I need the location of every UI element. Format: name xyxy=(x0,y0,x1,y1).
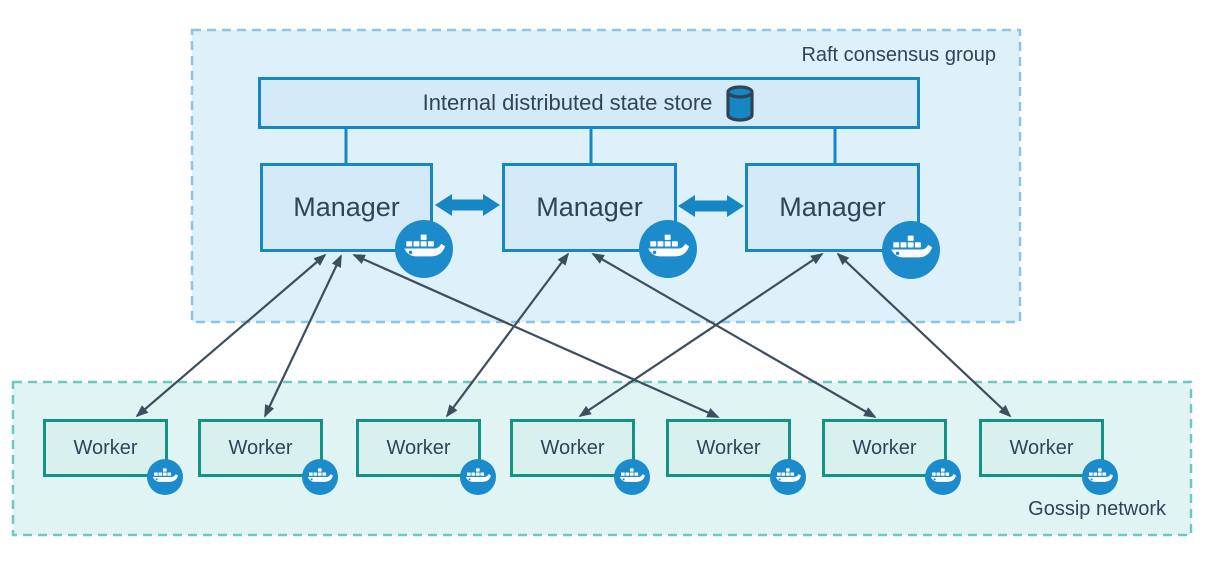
state-store-label: Internal distributed state store xyxy=(422,90,713,115)
state-store-bar: Internal distributed state store xyxy=(258,77,920,129)
manager-label: Manager xyxy=(779,192,886,222)
worker-label: Worker xyxy=(852,436,917,459)
gossip-network-label: Gossip network xyxy=(1028,498,1166,520)
worker-node-2: Worker xyxy=(198,419,323,477)
manager-label: Manager xyxy=(293,192,400,222)
manager-node-1: Manager xyxy=(260,163,433,252)
worker-label: Worker xyxy=(228,436,293,459)
worker-node-1: Worker xyxy=(43,419,168,477)
worker-node-7: Worker xyxy=(979,419,1104,477)
manager-node-3: Manager xyxy=(745,163,920,252)
worker-label: Worker xyxy=(540,436,605,459)
worker-label: Worker xyxy=(696,436,761,459)
worker-label: Worker xyxy=(73,436,138,459)
worker-label: Worker xyxy=(386,436,451,459)
worker-node-5: Worker xyxy=(666,419,791,477)
worker-node-6: Worker xyxy=(822,419,947,477)
worker-node-3: Worker xyxy=(356,419,481,477)
worker-node-4: Worker xyxy=(510,419,635,477)
database-icon xyxy=(726,84,755,122)
manager-node-2: Manager xyxy=(502,163,677,252)
worker-label: Worker xyxy=(1009,436,1074,459)
raft-group-label: Raft consensus group xyxy=(801,44,996,66)
manager-label: Manager xyxy=(536,192,643,222)
